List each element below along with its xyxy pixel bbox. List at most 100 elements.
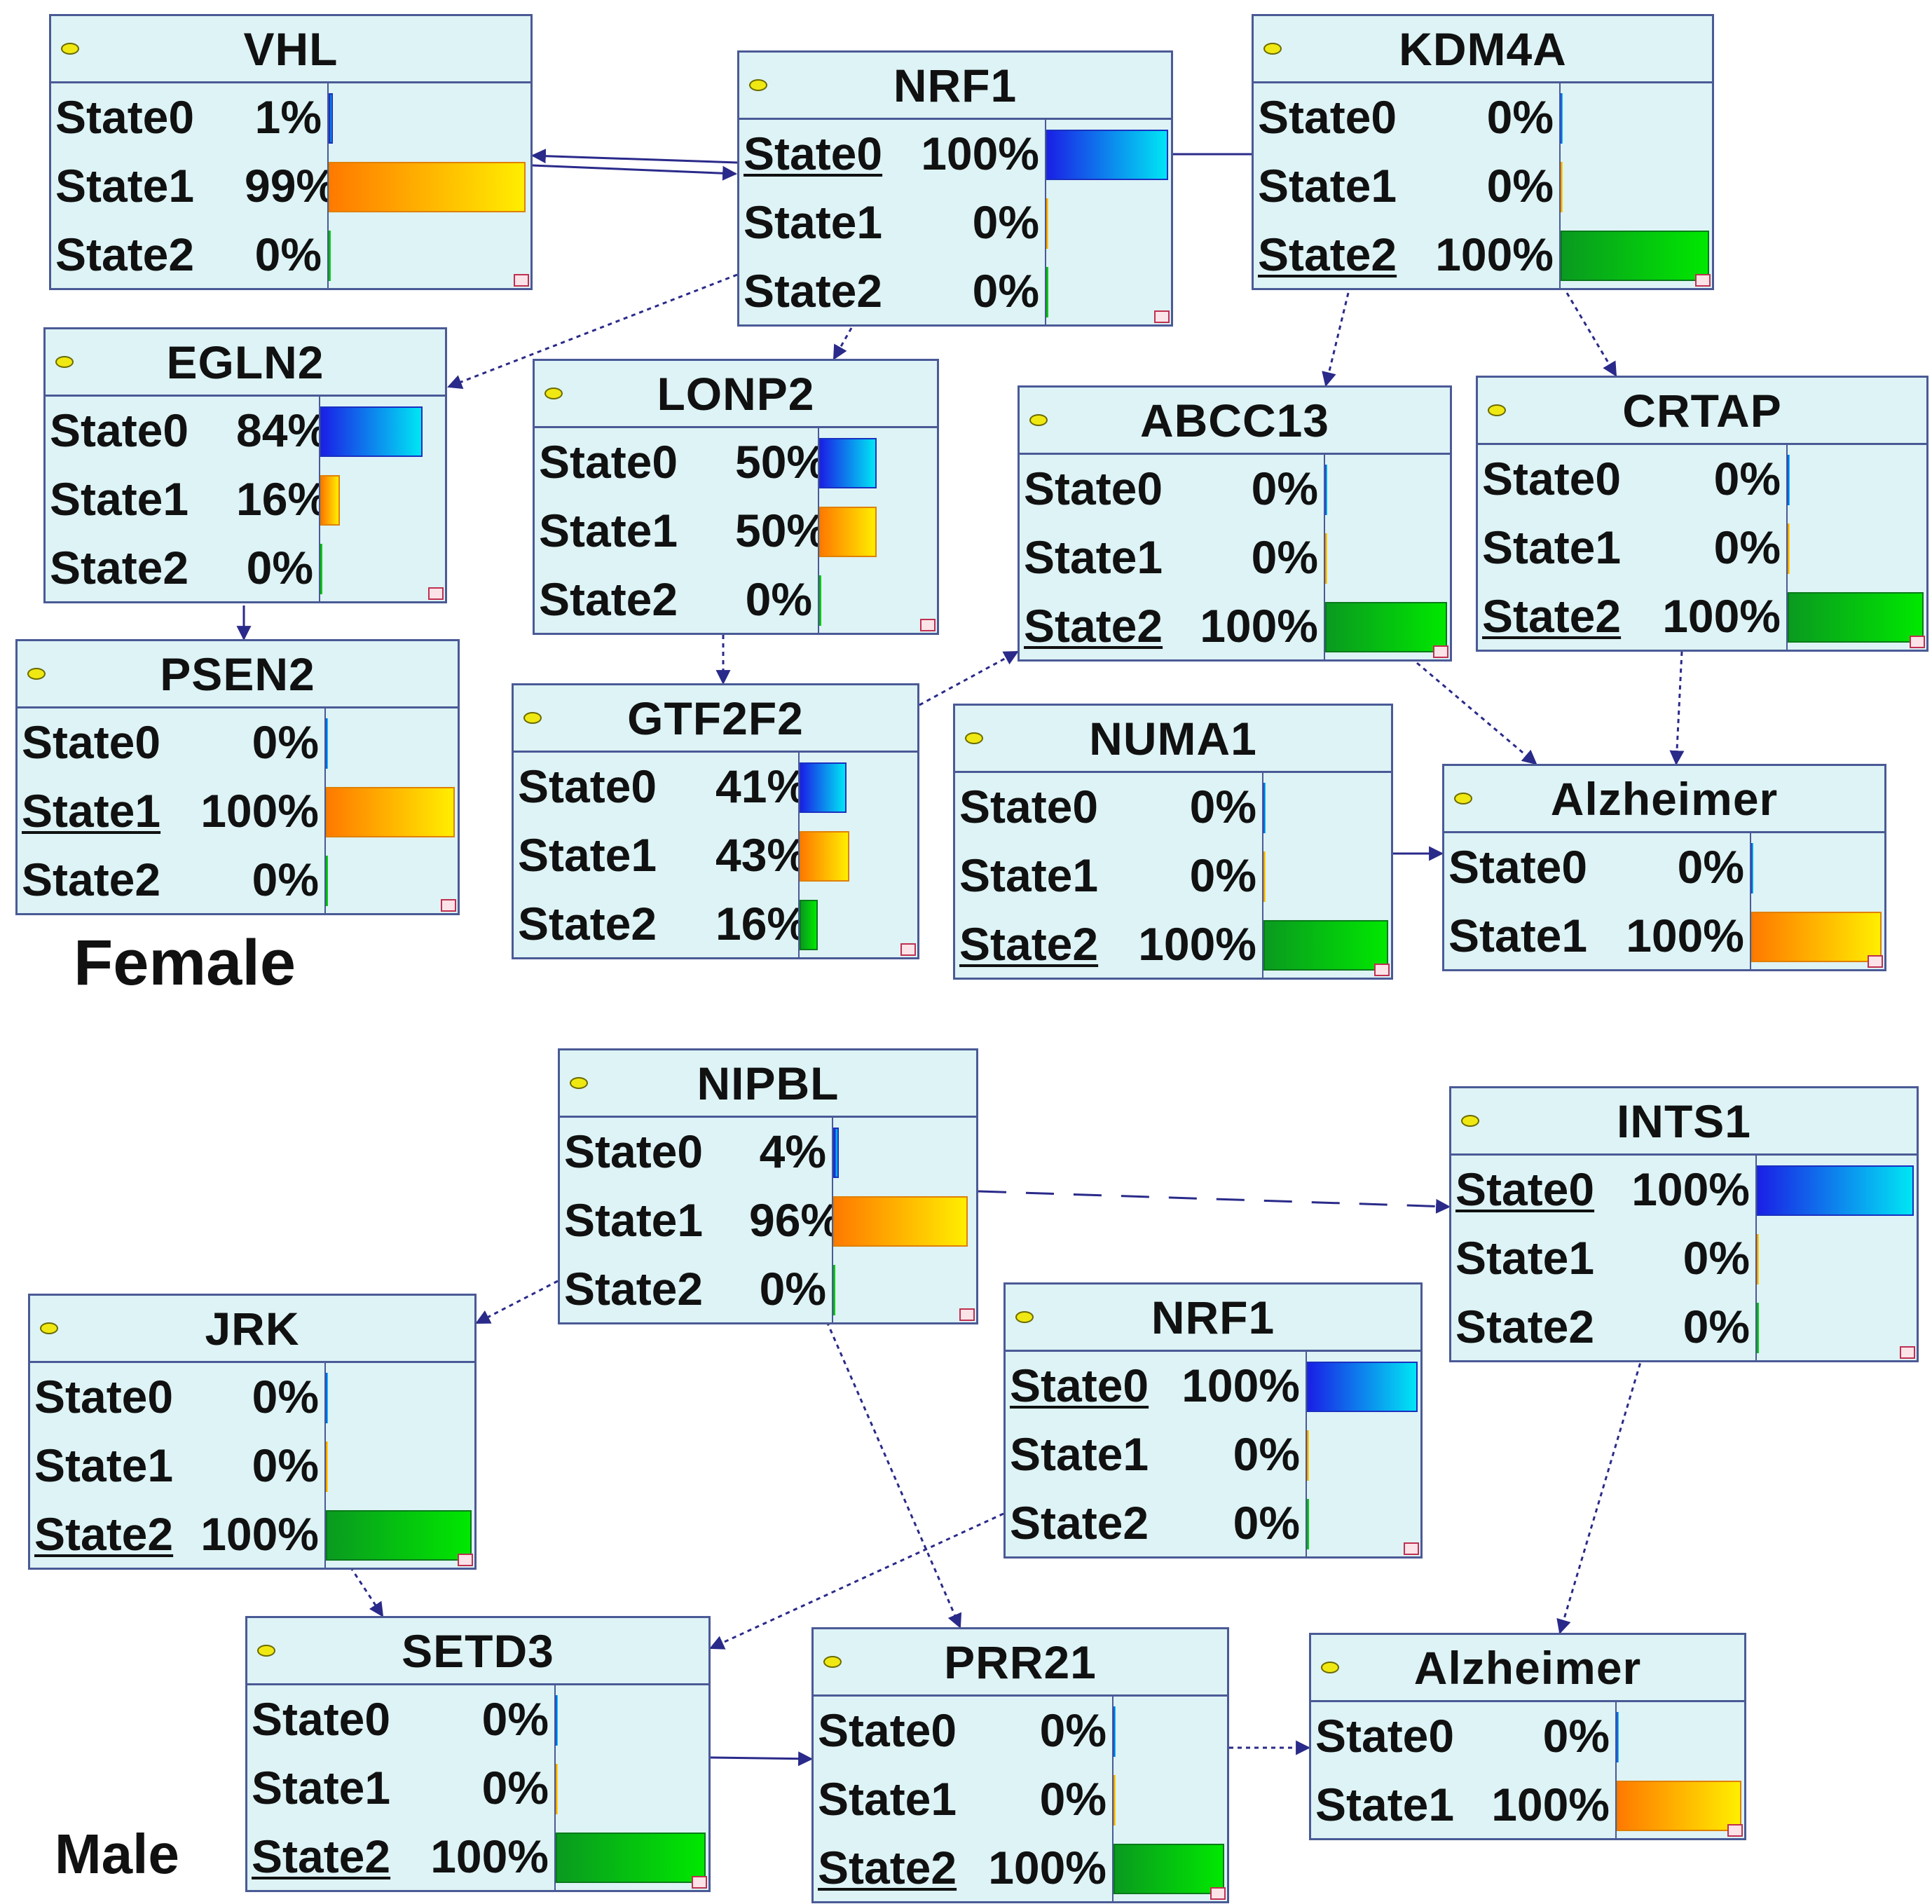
node-header[interactable]: NRF1 xyxy=(739,53,1171,120)
node-expand-icon[interactable] xyxy=(441,899,456,912)
node-header[interactable]: Alzheimer xyxy=(1311,1635,1744,1702)
node-expand-icon[interactable] xyxy=(1695,274,1711,287)
node-header[interactable]: NIPBL xyxy=(560,1050,976,1118)
node-header[interactable]: JRK xyxy=(30,1296,474,1363)
node-expand-icon[interactable] xyxy=(1910,636,1925,648)
node-expand-icon[interactable] xyxy=(1727,1824,1743,1837)
node-expand-icon[interactable] xyxy=(514,274,529,287)
node-expand-icon[interactable] xyxy=(1404,1542,1419,1555)
node-header[interactable]: INTS1 xyxy=(1451,1088,1917,1156)
node-header[interactable]: EGLN2 xyxy=(46,329,445,397)
node-expand-icon[interactable] xyxy=(1374,964,1390,976)
node-expand-icon[interactable] xyxy=(428,587,444,600)
node-header[interactable]: LONP2 xyxy=(535,361,937,428)
node-header[interactable]: VHL xyxy=(51,16,530,83)
node-expand-icon[interactable] xyxy=(959,1308,975,1321)
node-header[interactable]: ABCC13 xyxy=(1020,388,1450,455)
node-expand-icon[interactable] xyxy=(1900,1346,1915,1359)
node-header[interactable]: CRTAP xyxy=(1478,378,1926,445)
node-expand-icon[interactable] xyxy=(1868,955,1883,968)
node-expand-icon[interactable] xyxy=(920,619,936,631)
node-header[interactable]: SETD3 xyxy=(247,1618,708,1685)
node-header[interactable]: GTF2F2 xyxy=(514,685,917,753)
node-expand-icon[interactable] xyxy=(1210,1887,1226,1900)
node-expand-icon[interactable] xyxy=(1433,645,1448,658)
node-expand-icon[interactable] xyxy=(692,1876,707,1889)
node-header[interactable]: NUMA1 xyxy=(955,706,1391,773)
node-header[interactable]: Alzheimer xyxy=(1444,766,1884,833)
node-header[interactable]: PRR21 xyxy=(814,1629,1227,1697)
node-header[interactable]: PSEN2 xyxy=(18,641,458,708)
node-header[interactable]: KDM4A xyxy=(1254,16,1712,83)
node-expand-icon[interactable] xyxy=(900,943,916,956)
node-expand-icon[interactable] xyxy=(458,1554,473,1566)
node-expand-icon[interactable] xyxy=(1154,310,1170,323)
